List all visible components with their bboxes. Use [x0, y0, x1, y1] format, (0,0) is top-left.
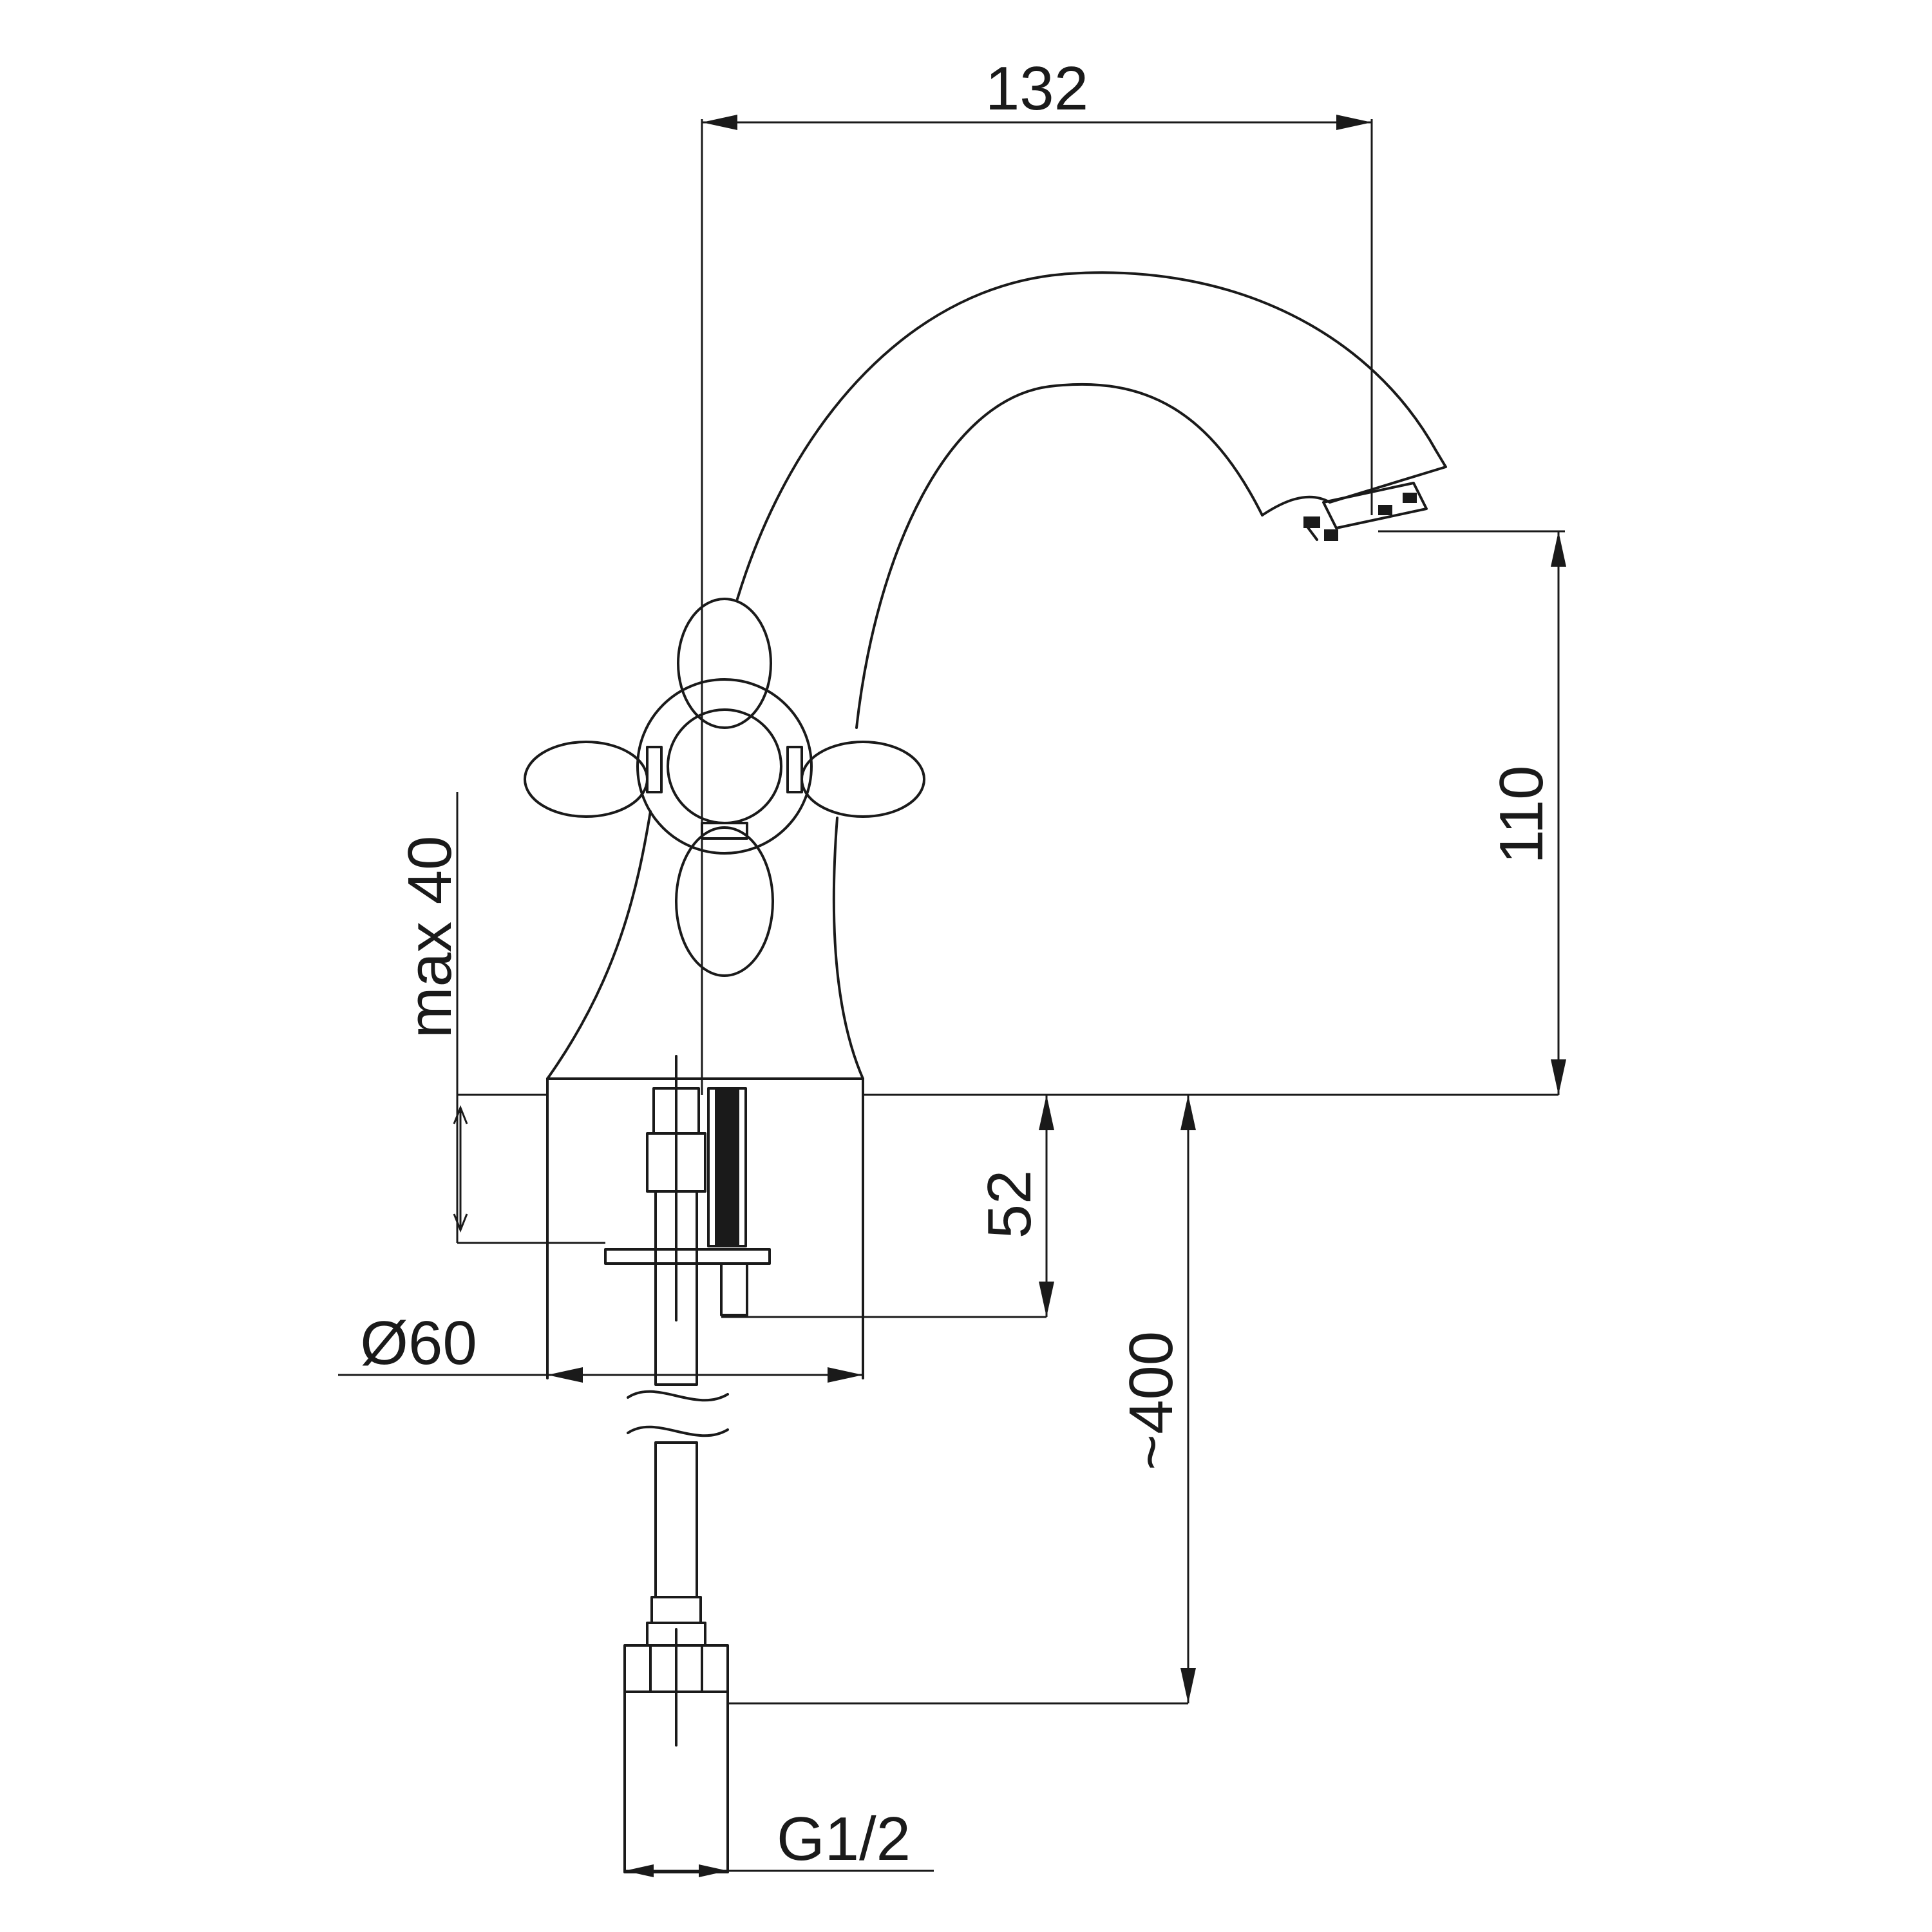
handle-left-lever [524, 741, 649, 818]
handle-hub-outer [636, 678, 813, 855]
mounting-washer [604, 1248, 771, 1265]
dimension-width: 132 [702, 54, 1373, 515]
dimension-height-label: 110 [1487, 765, 1556, 864]
dimension-base-diameter: Ø60 [338, 1309, 863, 1383]
handle-right-lever [800, 741, 925, 818]
handle-bottom-lever [675, 826, 774, 977]
faucet-body [546, 271, 1447, 1379]
dimension-max-thickness-label: max 40 [395, 836, 464, 1039]
dimension-body-label: 52 [975, 1170, 1044, 1239]
flexible-hose [623, 1055, 729, 1873]
spout-tip [1261, 450, 1447, 516]
dimension-body: 52 [721, 1095, 1054, 1318]
spout-inner-edge [855, 383, 1264, 729]
dimension-base-diameter-label: Ø60 [360, 1309, 477, 1378]
handle-top-lever [677, 598, 772, 729]
mounting-nut [720, 1262, 748, 1316]
cross-handle [524, 598, 925, 977]
dimension-connection-label: G1/2 [777, 1804, 911, 1873]
dimension-hose-length-label: ~400 [1117, 1331, 1186, 1470]
dimension-connection: G1/2 [625, 1804, 934, 1877]
base-collar [546, 1077, 864, 1379]
hose-connection-end [623, 1690, 729, 1873]
dimension-width-label: 132 [985, 54, 1088, 123]
spout-outer-edge [736, 271, 1437, 600]
dimension-max-thickness: max 40 [395, 792, 605, 1244]
body-right-edge [832, 817, 864, 1080]
dimension-hose-length: ~400 [728, 1095, 1196, 1705]
mounting-stud [604, 1087, 771, 1316]
dimension-height: 110 [863, 530, 1566, 1096]
aerator [1303, 482, 1428, 541]
body-left-edge [546, 810, 652, 1080]
